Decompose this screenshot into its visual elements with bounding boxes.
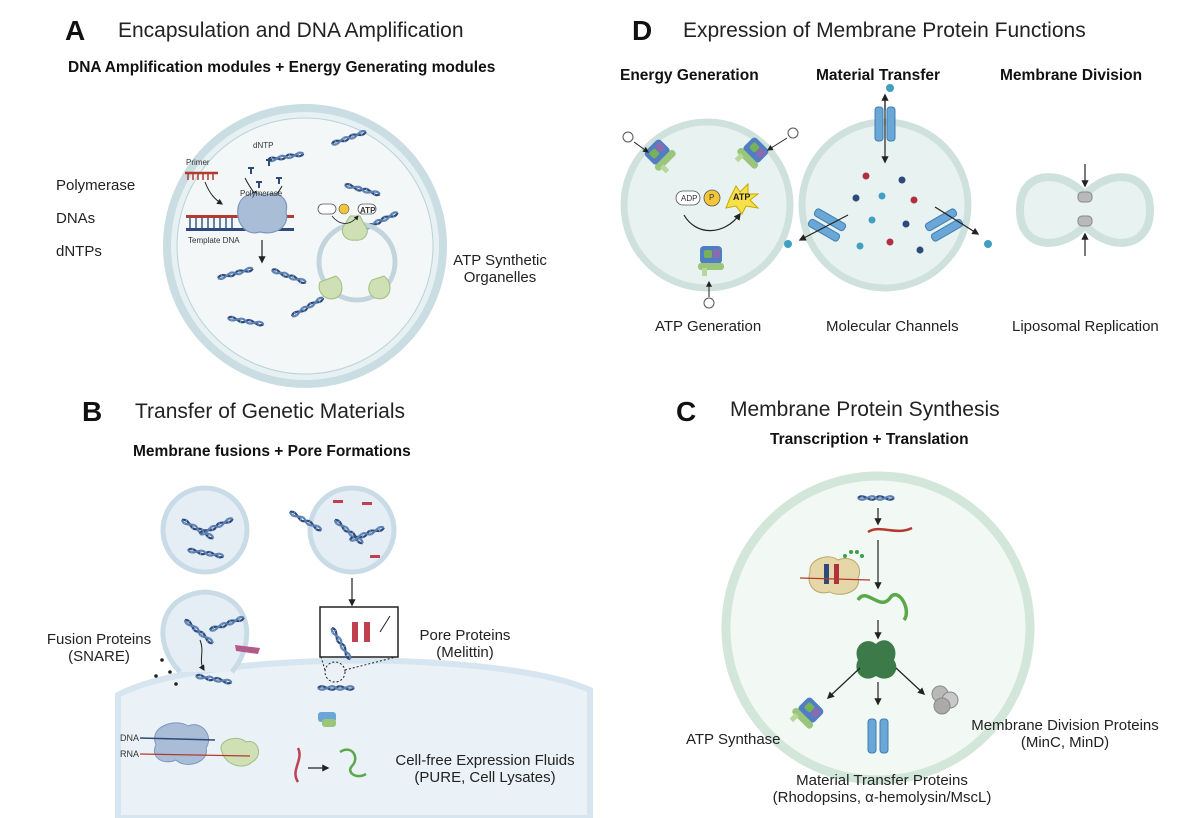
fusion-line2: (SNARE) xyxy=(68,648,130,665)
fluid-line1: Cell-free Expression Fluids xyxy=(395,752,575,769)
atp-generation-caption: ATP Generation xyxy=(655,318,762,335)
dntps-label: dNTPs xyxy=(56,243,102,260)
division-line1: Membrane Division Proteins xyxy=(971,717,1159,734)
liposomal-replication-caption: Liposomal Replication xyxy=(1012,318,1159,335)
atp-synthetic-organelles-label: ATP Synthetic Organelles xyxy=(440,252,560,286)
panel-c-subtitle: Transcription + Translation xyxy=(770,431,969,448)
panel-b-subtitle: Membrane fusions + Pore Formations xyxy=(133,443,411,460)
panel-b-letter: B xyxy=(82,396,103,427)
rna-inner-label: RNA xyxy=(120,749,140,759)
division-line2: (MinC, MinD) xyxy=(1020,734,1110,751)
cell-free-fluids-label: Cell-free Expression Fluids (PURE, Cell … xyxy=(380,752,590,786)
energy-generation-header: Energy Generation xyxy=(620,67,759,84)
dntp-label: dNTP xyxy=(253,141,274,150)
fusion-proteins-label: Fusion Proteins (SNARE) xyxy=(34,631,164,665)
atp-inner-label-a: ATP xyxy=(360,206,376,215)
atp-synthetic-line1: ATP Synthetic xyxy=(453,252,547,269)
phosphate-label: P xyxy=(709,193,715,202)
dnas-label: DNAs xyxy=(56,210,96,227)
panel-a-artwork xyxy=(163,104,447,388)
membrane-division-header: Membrane Division xyxy=(1000,67,1143,84)
atp-synthase-label: ATP Synthase xyxy=(686,731,781,748)
panel-a-subtitle: DNA Amplification modules + Energy Gener… xyxy=(68,59,496,76)
polymerase-label: Polymerase xyxy=(56,177,136,194)
panel-d-title: Expression of Membrane Protein Functions xyxy=(683,19,1086,42)
molecular-channels-caption: Molecular Channels xyxy=(826,318,959,335)
panel-c-letter: C xyxy=(676,396,697,427)
pore-line1: Pore Proteins xyxy=(419,627,511,644)
membrane-division-proteins-label: Membrane Division Proteins (MinC, MinD) xyxy=(960,717,1170,751)
panel-b-artwork xyxy=(115,485,593,818)
panel-c-title: Membrane Protein Synthesis xyxy=(730,398,1000,421)
panel-d-artwork xyxy=(620,84,1155,309)
material-transfer-header: Material Transfer xyxy=(816,67,941,84)
pore-proteins-label: Pore Proteins (Melittin) xyxy=(410,627,520,661)
dna-inner-label: DNA xyxy=(120,733,140,743)
pore-line2: (Melittin) xyxy=(436,644,494,661)
panel-a-letter: A xyxy=(65,15,86,46)
transfer-line1: Material Transfer Proteins xyxy=(796,772,968,789)
atp-burst-label: ATP xyxy=(733,192,751,202)
material-transfer-proteins-label: Material Transfer Proteins (Rhodopsins, … xyxy=(772,772,992,806)
transfer-line2: (Rhodopsins, α-hemolysin/MscL) xyxy=(772,789,992,806)
template-dna-label: Template DNA xyxy=(188,236,240,245)
fluid-line2: (PURE, Cell Lysates) xyxy=(414,769,556,786)
panel-d-letter: D xyxy=(632,15,653,46)
fusion-line1: Fusion Proteins xyxy=(46,631,152,648)
panel-b-title: Transfer of Genetic Materials xyxy=(135,400,405,423)
panel-a-title: Encapsulation and DNA Amplification xyxy=(118,19,464,42)
panel-c-artwork xyxy=(721,471,1035,785)
adp-label: ADP xyxy=(681,194,698,203)
primer-label: Primer xyxy=(186,158,210,167)
atp-synthetic-line2: Organelles xyxy=(463,269,537,286)
polymerase-inner-label: Polymerase xyxy=(240,189,283,198)
